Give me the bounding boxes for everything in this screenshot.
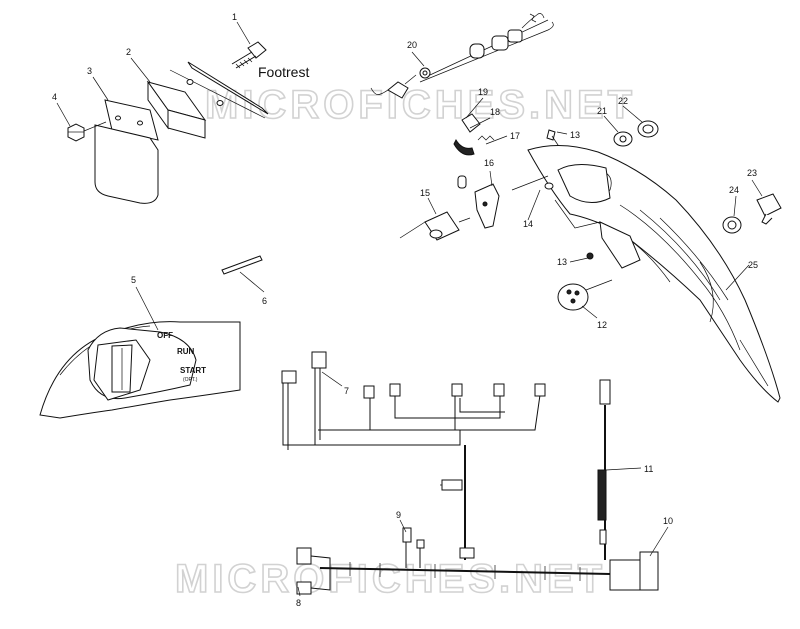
callout-18: 18 bbox=[490, 107, 500, 117]
nut-part bbox=[67, 123, 85, 142]
callout-21: 21 bbox=[597, 106, 607, 116]
callout-7: 7 bbox=[344, 386, 349, 396]
footrest-label: Footrest bbox=[258, 64, 309, 80]
switch-opt-label: (OPT.) bbox=[183, 377, 198, 383]
callout-13-bottom: 13 bbox=[557, 257, 567, 267]
callout-12: 12 bbox=[597, 320, 607, 330]
callout-8: 8 bbox=[296, 598, 301, 608]
ignition-panel bbox=[39, 321, 241, 419]
callout-23: 23 bbox=[747, 168, 757, 178]
switch-parts-group bbox=[370, 13, 561, 241]
watermark-top: MICROFICHES.NET bbox=[205, 83, 636, 127]
mudflap-part bbox=[94, 99, 159, 204]
callout-14: 14 bbox=[523, 219, 533, 229]
callout-20: 20 bbox=[407, 40, 417, 50]
callout-24: 24 bbox=[729, 185, 739, 195]
callout-4: 4 bbox=[52, 92, 57, 102]
callout-15: 15 bbox=[420, 188, 430, 198]
switch-run-label: RUN bbox=[177, 347, 195, 356]
callout-19: 19 bbox=[478, 87, 488, 97]
harness-11 bbox=[597, 379, 611, 560]
strap-part bbox=[221, 255, 263, 275]
leader-lines bbox=[56, 21, 763, 597]
callout-13-top: 13 bbox=[570, 130, 580, 140]
callout-10: 10 bbox=[663, 516, 673, 526]
bracket-part bbox=[146, 79, 224, 139]
switch-off-label: OFF bbox=[157, 331, 173, 340]
callout-9: 9 bbox=[396, 510, 401, 520]
callout-1: 1 bbox=[232, 12, 237, 22]
callout-2: 2 bbox=[126, 47, 131, 57]
callout-17: 17 bbox=[510, 131, 520, 141]
switch-start-label: START bbox=[180, 366, 206, 375]
callout-22: 22 bbox=[618, 96, 628, 106]
housing-group bbox=[511, 120, 782, 403]
footrest-plate bbox=[187, 61, 269, 115]
callout-5: 5 bbox=[131, 275, 136, 285]
bolt-part bbox=[231, 41, 267, 69]
main-harness bbox=[296, 527, 659, 595]
callout-11: 11 bbox=[644, 464, 653, 474]
callout-25: 25 bbox=[748, 260, 758, 270]
footrest-group bbox=[67, 41, 269, 204]
wiring-harness bbox=[281, 351, 546, 560]
callout-16: 16 bbox=[484, 158, 494, 168]
callout-3: 3 bbox=[87, 66, 92, 76]
watermark-bottom: MICROFICHES.NET bbox=[175, 557, 606, 601]
callout-labels: 1 2 3 4 5 6 7 8 9 10 11 12 13 13 14 15 1… bbox=[52, 12, 758, 608]
callout-6: 6 bbox=[262, 296, 267, 306]
